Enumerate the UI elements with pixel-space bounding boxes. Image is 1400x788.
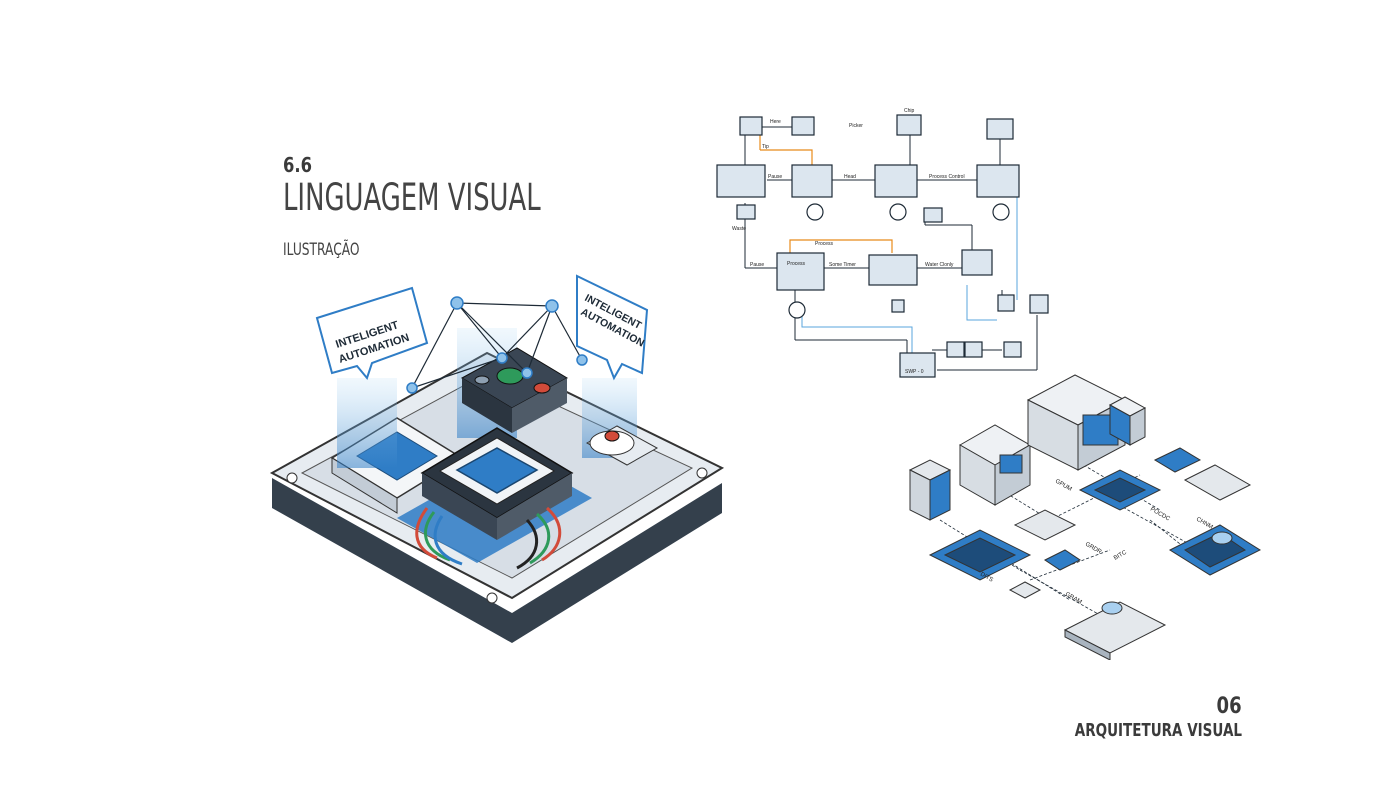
screw-icon: [286, 472, 298, 484]
label-pocdc: POCDC: [1149, 507, 1171, 523]
label-pause: Pause: [768, 174, 782, 180]
label-process-control: Process Control: [929, 174, 965, 180]
label-gram: GRAM: [1064, 592, 1083, 606]
label-pause-2: Pause: [750, 262, 764, 268]
callout-right: INTELIGENT AUTOMATION: [576, 274, 649, 381]
green-button: [496, 367, 524, 385]
base-side: [272, 478, 722, 643]
hardware-illustration: GPUM POCDC CHNM GRDR BITC DITS GRAM: [908, 374, 1262, 660]
label-process-box: Process: [787, 261, 806, 267]
label-head: Head: [844, 174, 856, 180]
red-button: [533, 382, 551, 394]
label-chip: Chip: [904, 108, 915, 114]
label-water-clonly: Water Clonly: [925, 262, 954, 268]
label-grdr: GRDR: [1084, 542, 1103, 556]
screw-icon: [486, 592, 498, 604]
chapter-title: ARQUITETURA VISUAL: [1074, 720, 1242, 741]
label-swp: SWP - 0: [905, 369, 924, 375]
label-chnm: CHNM: [1195, 517, 1214, 531]
label-here: Here: [770, 119, 781, 125]
process-diagram: Here Tip Picker Chip Pause Head Process …: [716, 108, 1049, 378]
label-gpum: GPUM: [1054, 479, 1073, 493]
automation-illustration: INTELIGENT AUTOMATION INTELIGENT AUTOMAT…: [269, 274, 725, 643]
section-subtitle: ILUSTRAÇÃO: [283, 240, 360, 260]
screw-icon: [696, 467, 708, 479]
page-number: 06: [1216, 694, 1242, 719]
label-process: Process: [815, 241, 834, 247]
label-picker: Picker: [849, 123, 863, 129]
label-bitc: BITC: [1113, 549, 1128, 561]
red-button: [604, 430, 620, 442]
label-waste: Waste: [732, 226, 746, 232]
label-tip: Tip: [762, 144, 769, 150]
section-title: LINGUAGEM VISUAL: [283, 176, 541, 219]
callout-left: INTELIGENT AUTOMATION: [315, 286, 429, 381]
label-some-timer: Some Timer: [829, 262, 856, 268]
section-number: 6.6: [283, 153, 313, 177]
